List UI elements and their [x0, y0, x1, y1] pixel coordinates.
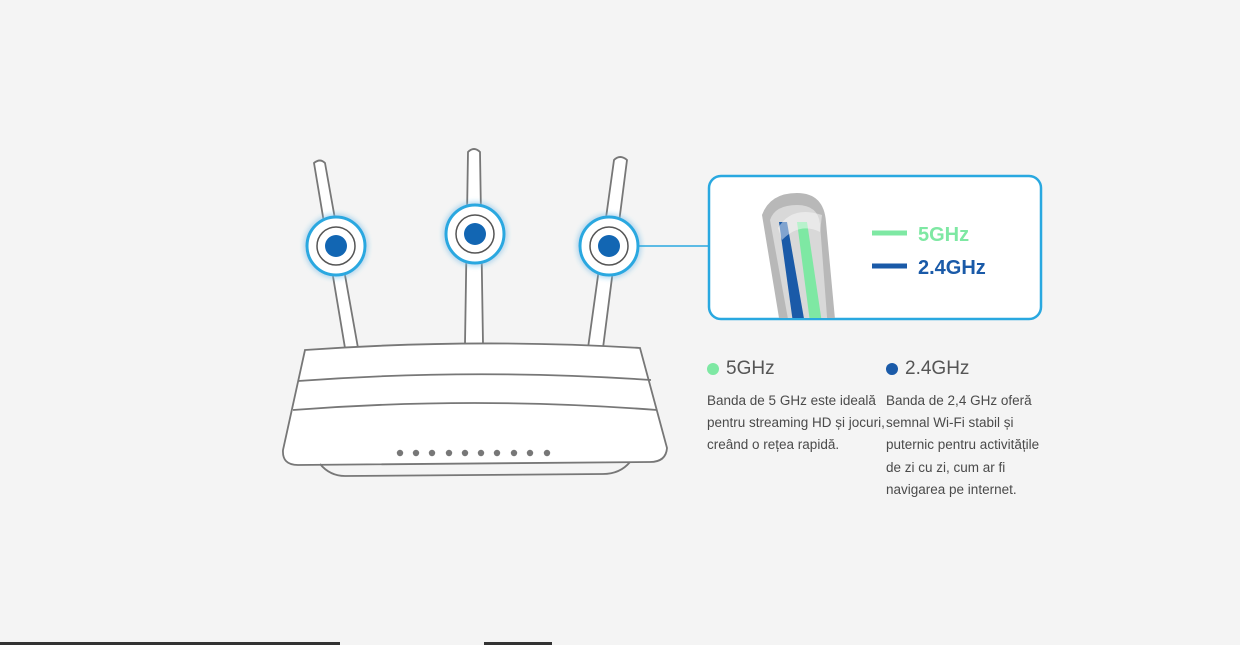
signal-ring-right — [578, 215, 640, 277]
signal-ring-left — [305, 215, 367, 277]
band-24ghz: 2.4GHz Banda de 2,4 GHz oferă semnal Wi-… — [886, 358, 1046, 501]
band-5ghz-title: 5GHz — [726, 358, 775, 379]
router-led-row — [396, 449, 551, 457]
band-5ghz: 5GHz Banda de 5 GHz este ideală pentru s… — [707, 358, 887, 457]
antenna-closeup — [762, 193, 836, 318]
band-24ghz-dot — [886, 363, 898, 375]
router-body — [282, 342, 668, 477]
bottom-divider-left — [0, 642, 340, 645]
legend-5ghz-label: 5GHz — [918, 224, 969, 246]
band-24ghz-title: 2.4GHz — [905, 358, 970, 379]
signal-ring-center — [444, 203, 506, 265]
band-24ghz-description: Banda de 2,4 GHz oferă semnal Wi-Fi stab… — [886, 393, 1040, 497]
callout-box: 5GHz 2.4GHz — [707, 174, 1043, 321]
bottom-divider-right — [484, 642, 552, 645]
legend-24ghz-label: 2.4GHz — [918, 257, 986, 279]
band-5ghz-description: Banda de 5 GHz este ideală pentru stream… — [707, 393, 885, 453]
band-5ghz-dot — [707, 363, 719, 375]
